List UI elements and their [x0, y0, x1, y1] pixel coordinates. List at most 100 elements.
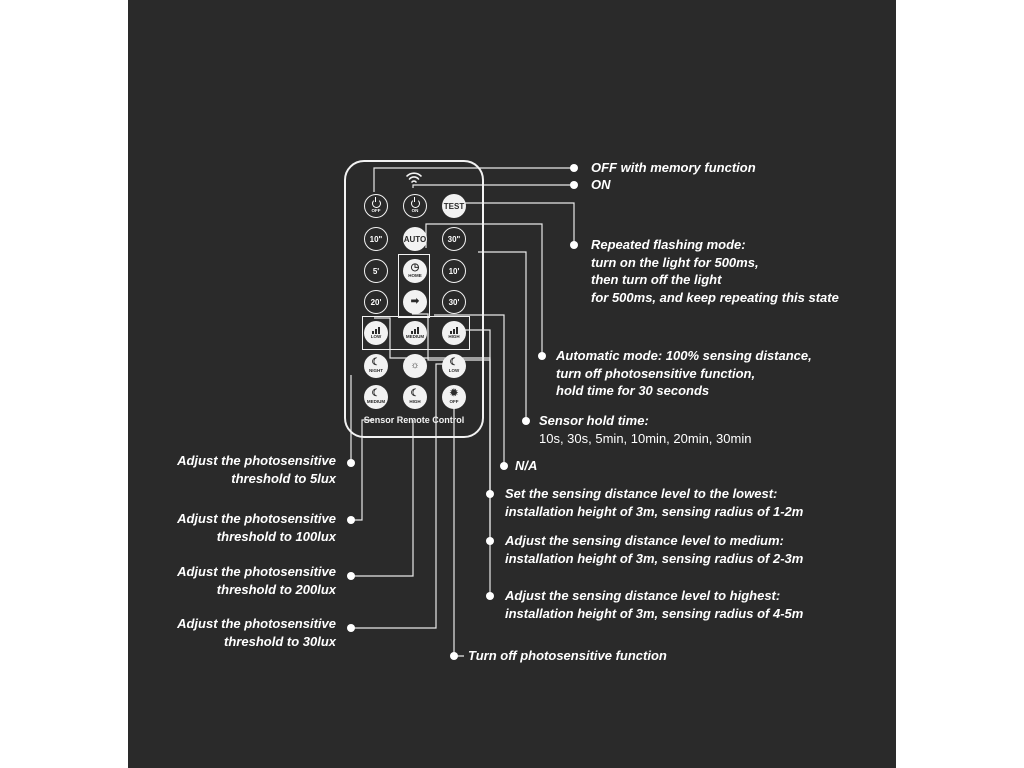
photo-night-button[interactable]: ☾NIGHT: [364, 354, 388, 378]
dot-na: [500, 462, 508, 470]
hold-30min-button[interactable]: 30': [442, 290, 466, 314]
home-button[interactable]: ◷HOME: [403, 259, 427, 283]
callout-low-line: Set the sensing distance level to the lo…: [505, 486, 778, 501]
hold-5min-button[interactable]: 5': [364, 259, 388, 283]
photo-off-button[interactable]: ✹OFF: [442, 385, 466, 409]
callout-test-line: turn on the light for 500ms,: [591, 254, 759, 270]
line-on: [412, 184, 574, 188]
signal-bars-icon: [450, 326, 458, 334]
callout-high-line: installation height of 3m, sensing radiu…: [505, 605, 804, 621]
callout-test-line: for 500ms, and keep repeating this state: [591, 289, 839, 305]
dot-auto: [538, 352, 546, 360]
callout-ph5-line: threshold to 5lux: [231, 470, 336, 486]
line-ph-off: [452, 399, 464, 657]
callout-auto-line: hold time for 30 seconds: [556, 383, 710, 398]
callout-hold-values: 10s, 30s, 5min, 10min, 20min, 30min: [539, 430, 752, 446]
callout-low: Set the sensing distance level to the lo…: [505, 485, 803, 520]
dot-medium: [486, 537, 494, 545]
dot-ph-off: [450, 652, 458, 660]
callout-ph200-line: threshold to 200lux: [216, 581, 336, 597]
callout-hold: Sensor hold time: 10s, 30s, 5min, 10min,…: [539, 412, 751, 447]
line-hold: [478, 251, 527, 420]
line-off-memory: [373, 167, 574, 192]
dot-hold: [522, 417, 530, 425]
callout-na: N/A: [515, 458, 538, 473]
dot-ph100: [347, 516, 355, 524]
photo-medium-button[interactable]: ☾MEDIUM: [364, 385, 388, 409]
callout-ph100: Adjust the photosensitive threshold to 1…: [177, 510, 336, 545]
callout-medium-line: installation height of 3m, sensing radiu…: [505, 550, 804, 566]
test-button[interactable]: TEST: [442, 194, 466, 218]
moon-sun-icon: ☾: [371, 388, 381, 400]
arrow-button[interactable]: ➡: [403, 290, 427, 314]
sensing-high-button[interactable]: HIGH: [442, 321, 466, 345]
hold-10min-button[interactable]: 10': [442, 259, 466, 283]
dot-low: [486, 490, 494, 498]
signal-bars-icon: [372, 326, 380, 334]
arrow-right-icon: ➡: [410, 296, 420, 307]
callout-low-line: installation height of 3m, sensing radiu…: [505, 503, 804, 519]
moon-icon: ☾: [449, 357, 459, 369]
callout-medium: Adjust the sensing distance level to med…: [505, 532, 803, 567]
callout-ph100-line: threshold to 100lux: [216, 528, 336, 544]
callout-high: Adjust the sensing distance level to hig…: [505, 587, 803, 622]
dot-off-memory: [570, 164, 578, 172]
callout-ph200: Adjust the photosensitive threshold to 2…: [177, 563, 336, 598]
off-button[interactable]: OFF: [364, 194, 388, 218]
remote-control: OFF ON TEST 10" AUTO 30" 5' ◷HOME 10' 20…: [344, 160, 484, 438]
hold-20min-button[interactable]: 20': [364, 290, 388, 314]
callout-off-memory: OFF with memory function: [591, 160, 756, 175]
callout-test-title: Repeated flashing mode:: [591, 237, 746, 252]
callout-auto: Automatic mode: 100% sensing distance, t…: [556, 347, 812, 400]
callout-ph100-line: Adjust the photosensitive: [177, 511, 336, 526]
photo-sun-button[interactable]: ☼: [403, 354, 427, 378]
diagram-panel: OFF ON TEST 10" AUTO 30" 5' ◷HOME 10' 20…: [128, 0, 896, 768]
dot-high: [486, 592, 494, 600]
dot-test: [570, 241, 578, 249]
sensing-level-frame: [362, 316, 470, 350]
on-button[interactable]: ON: [403, 194, 427, 218]
dot-on: [570, 181, 578, 189]
callout-high-line: Adjust the sensing distance level to hig…: [505, 588, 781, 603]
callout-ph30-line: threshold to 30lux: [224, 633, 336, 649]
callout-ph30: Adjust the photosensitive threshold to 3…: [177, 615, 336, 650]
power-icon: [371, 196, 381, 208]
callout-ph30-line: Adjust the photosensitive: [177, 616, 336, 631]
dot-ph200: [347, 572, 355, 580]
hold-30s-button[interactable]: 30": [442, 227, 466, 251]
auto-button[interactable]: AUTO: [403, 227, 427, 251]
photo-high-button[interactable]: ☾HIGH: [403, 385, 427, 409]
sensing-medium-button[interactable]: MEDIUM: [403, 321, 427, 345]
line-home: [434, 314, 505, 465]
sun-icon: ☼: [410, 359, 420, 371]
callout-auto-line: turn off photosensitive function,: [556, 365, 756, 381]
power-icon: [410, 196, 420, 208]
line-ph200: [352, 420, 414, 577]
callout-ph5-line: Adjust the photosensitive: [177, 453, 336, 468]
home-group-frame: [398, 254, 430, 318]
signal-icon: [406, 172, 422, 183]
callout-ph200-line: Adjust the photosensitive: [177, 564, 336, 579]
signal-bars-icon: [411, 326, 419, 334]
callout-medium-line: Adjust the sensing distance level to med…: [505, 533, 784, 548]
remote-brand-label: Sensor Remote Control: [363, 415, 465, 425]
callout-test: Repeated flashing mode: turn on the ligh…: [591, 236, 839, 306]
photo-low-button[interactable]: ☾LOW: [442, 354, 466, 378]
callout-ph-off: Turn off photosensitive function: [468, 648, 667, 663]
callout-test-line: then turn off the light: [591, 272, 722, 287]
dot-ph5: [347, 459, 355, 467]
line-ph100: [352, 419, 374, 521]
callout-auto-line: Automatic mode: 100% sensing distance,: [556, 348, 812, 363]
line-test: [464, 202, 575, 243]
moon-sun-icon: ☾: [410, 388, 420, 400]
callout-hold-title: Sensor hold time:: [539, 413, 649, 428]
sun-icon: ✹: [449, 388, 459, 400]
callout-on: ON: [591, 177, 611, 192]
dot-ph30: [347, 624, 355, 632]
connector-lines: [350, 167, 575, 657]
moon-icon: ☾: [371, 357, 381, 369]
sensing-low-button[interactable]: LOW: [364, 321, 388, 345]
clock-icon: ◷: [410, 262, 420, 274]
callout-ph5: Adjust the photosensitive threshold to 5…: [177, 452, 336, 487]
hold-10s-button[interactable]: 10": [364, 227, 388, 251]
